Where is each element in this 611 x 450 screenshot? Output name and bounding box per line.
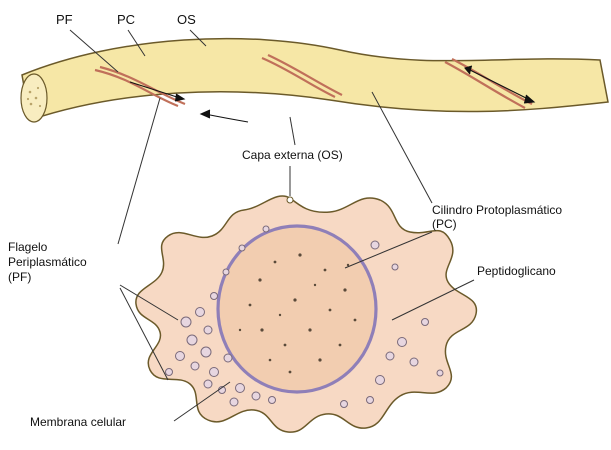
- label-flagellum-line3: (PF): [8, 270, 31, 284]
- cell-end-cap: [21, 74, 47, 122]
- spirochete-cross-section: [136, 196, 477, 432]
- label-cylinder-line1: Cilindro Protoplasmático: [432, 203, 562, 217]
- label-flagellum-line2: Periplasmático: [8, 255, 87, 269]
- label-pf-top: PF: [56, 12, 73, 27]
- spirochete-longitudinal-section: PF PC OS: [21, 12, 608, 122]
- label-peptidoglycan: Peptidoglicano: [477, 264, 556, 278]
- label-flagellum-line1: Flagelo: [8, 240, 48, 254]
- label-pc-top: PC: [117, 12, 135, 27]
- label-cylinder-line2: (PC): [432, 217, 457, 231]
- label-membrane: Membrana celular: [30, 415, 126, 429]
- label-os-top: OS: [177, 12, 196, 27]
- label-outer-layer: Capa externa (OS): [242, 148, 343, 162]
